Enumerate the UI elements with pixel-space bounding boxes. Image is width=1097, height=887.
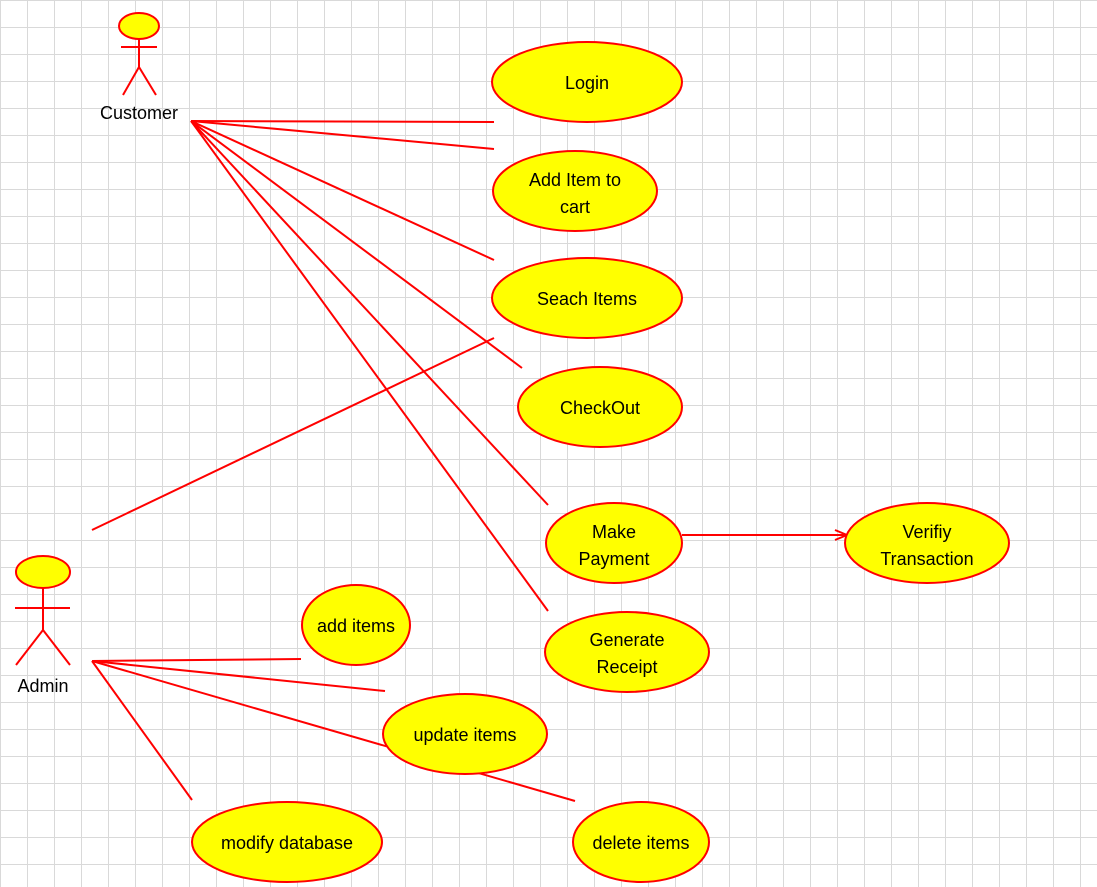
svg-text:Transaction: Transaction [880, 549, 973, 569]
actor-admin[interactable] [15, 555, 71, 666]
actor-head-icon [118, 12, 160, 40]
assoc-admin-add-items [91, 658, 302, 662]
svg-text:Make: Make [592, 522, 636, 542]
actor-left-leg [15, 629, 44, 666]
actor-left-leg [122, 66, 140, 96]
use-case-update-items[interactable]: update items [382, 693, 548, 775]
svg-text:modify database: modify database [221, 833, 353, 853]
use-case-add-items[interactable]: add items [301, 584, 411, 666]
svg-text:delete items: delete items [592, 833, 689, 853]
actor-customer[interactable] [118, 12, 160, 96]
assoc-customer-make-payment [190, 120, 549, 506]
use-case-modify-database[interactable]: modify database [191, 801, 383, 883]
use-case-make-payment[interactable]: Make Payment [545, 502, 683, 584]
assoc-customer-checkout [190, 120, 523, 369]
svg-text:Generate: Generate [589, 630, 664, 650]
assoc-admin-update-items [91, 660, 386, 692]
svg-text:add items: add items [317, 616, 395, 636]
svg-text:Payment: Payment [578, 549, 649, 569]
assoc-customer-add-to-cart [190, 120, 495, 150]
actor-customer-label: Customer [100, 103, 178, 123]
use-case-search-items[interactable]: Seach Items [491, 257, 683, 339]
use-case-verify-transaction[interactable]: Verifiy Transaction [844, 502, 1010, 584]
actor-head-icon [15, 555, 71, 589]
svg-text:cart: cart [560, 197, 590, 217]
assoc-admin-delete-items [91, 660, 576, 802]
svg-text:Seach Items: Seach Items [537, 289, 637, 309]
actor-right-leg [42, 629, 71, 666]
admin-associations [91, 337, 576, 802]
svg-text:Receipt: Receipt [596, 657, 657, 677]
assoc-admin-modify-database [91, 660, 193, 801]
svg-text:Verifiy: Verifiy [902, 522, 951, 542]
svg-text:CheckOut: CheckOut [560, 398, 640, 418]
assoc-admin-search-items [91, 337, 495, 531]
use-case-delete-items[interactable]: delete items [572, 801, 710, 883]
assoc-customer-login [190, 120, 495, 123]
customer-associations [190, 120, 549, 612]
actor-admin-label: Admin [17, 676, 68, 696]
use-case-login[interactable]: Login [491, 41, 683, 123]
assoc-customer-search-items [190, 120, 495, 261]
use-case-checkout[interactable]: CheckOut [517, 366, 683, 448]
svg-text:Add Item to: Add Item to [529, 170, 621, 190]
use-case-generate-receipt[interactable]: Generate Receipt [544, 611, 710, 693]
svg-text:update items: update items [413, 725, 516, 745]
svg-text:Login: Login [565, 73, 609, 93]
use-case-add-item-to-cart[interactable]: Add Item to cart [492, 150, 658, 232]
assoc-customer-generate-receipt [190, 120, 549, 612]
actor-right-leg [138, 66, 157, 96]
